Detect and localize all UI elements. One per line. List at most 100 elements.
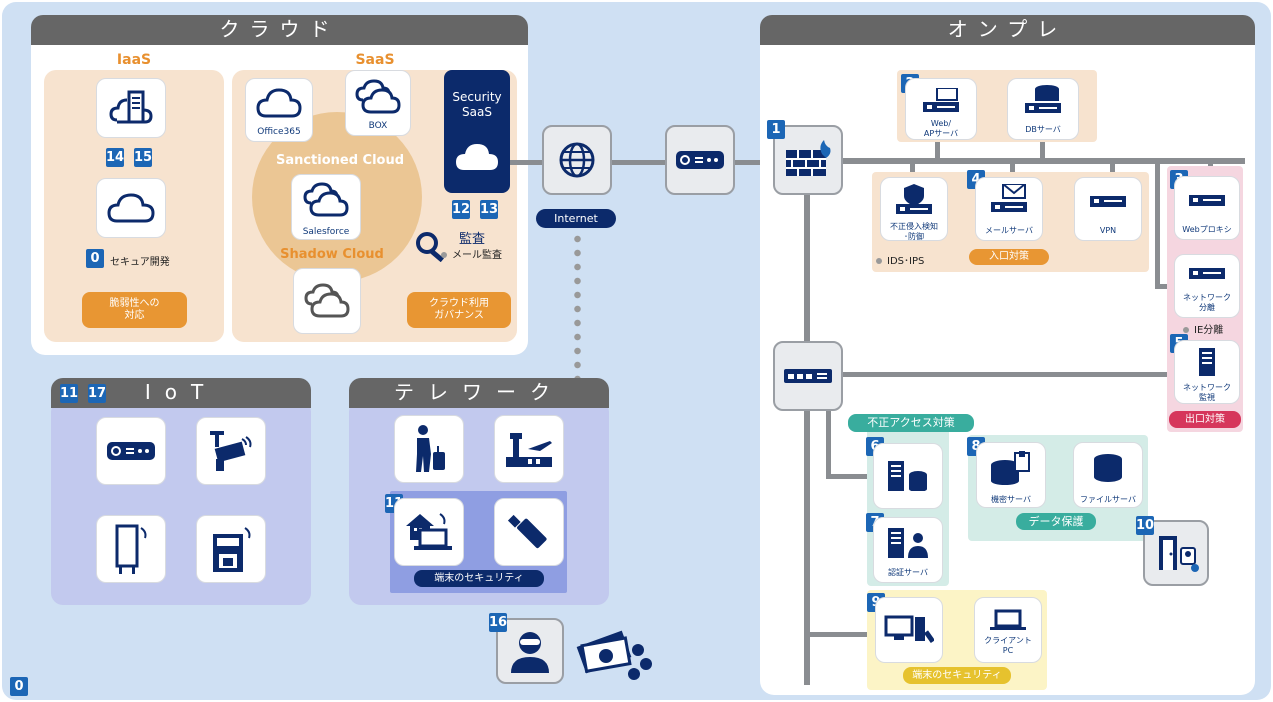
internet-label: Internet [536, 209, 616, 228]
mail-audit-label: メール監査 [452, 250, 502, 261]
client-pc-card: クライアント PC [974, 597, 1042, 663]
switch-icon [784, 369, 832, 383]
office365-label: Office365 [257, 127, 301, 137]
cloud-icon [456, 144, 498, 170]
access-server-card [873, 443, 943, 509]
badge-1: 1 [767, 120, 785, 139]
home-laptop-card [394, 498, 464, 566]
governance-tag: クラウド利用 ガバナンス [407, 292, 511, 328]
iot-router-card [96, 417, 166, 485]
laptop-icon [990, 609, 1026, 630]
globe-icon [559, 142, 595, 178]
auth-label: 認証サーバ [888, 568, 928, 577]
router-icon [676, 151, 724, 169]
web-link [935, 140, 940, 160]
iot-coffee-card [196, 515, 266, 583]
badge-10: 10 [1136, 516, 1155, 535]
database-icon [1025, 85, 1061, 113]
badge-0-secure-dev: 0 [86, 249, 104, 268]
cloud-server-icon [109, 90, 153, 124]
ie-label: IE分離 [1194, 325, 1224, 336]
netsep-label: ネットワーク 分離 [1183, 293, 1231, 312]
box-card: BOX [345, 70, 411, 136]
desktop-pc-icon [884, 615, 934, 644]
airport-icon [506, 433, 552, 467]
cloud-title: クラウド [31, 15, 528, 45]
saas-title: SaaS [355, 52, 395, 68]
door-face-icon [1159, 536, 1199, 572]
vulnerability-tag: 脆弱性への 対応 [82, 292, 187, 328]
mail-label: メールサーバ [985, 226, 1033, 235]
netsep-link [1155, 284, 1175, 289]
vertical-bus [804, 190, 810, 685]
badge-14: 14 [106, 148, 125, 167]
badge-16: 16 [489, 613, 508, 632]
internet-node [542, 125, 612, 195]
usb-stick-icon [507, 514, 547, 549]
audit-label: 監査 [459, 232, 486, 247]
badge-11-iot: 11 [60, 384, 79, 403]
box-label: BOX [368, 121, 388, 131]
shield-icon [896, 184, 932, 214]
mail-server-icon [991, 184, 1027, 212]
proxy-label: Webプロキシ [1182, 225, 1232, 234]
door-auth-node [1143, 520, 1209, 586]
salesforce-card: Salesforce [291, 174, 361, 240]
double-cloud-icon [303, 182, 349, 217]
monitor-card: ネットワーク 監視 [1174, 340, 1240, 404]
router-node [665, 125, 735, 195]
vpn-label: VPN [1099, 226, 1117, 235]
proxy-link [1208, 158, 1213, 172]
security-saas-label: Security SaaS [452, 90, 502, 119]
security-saas-card [444, 70, 510, 193]
office365-card: Office365 [245, 78, 313, 142]
cctv-camera-icon [210, 431, 252, 471]
vpn-card: VPN [1074, 177, 1142, 241]
monitor-label: ネットワーク 監視 [1183, 383, 1231, 402]
data-tag: データ保護 [1016, 513, 1096, 530]
database-icon [1094, 454, 1122, 482]
ids-card: 不正侵入検知 ･防御 [880, 177, 948, 241]
switch-node [773, 341, 843, 411]
client-link [806, 632, 876, 637]
proxy-card: Webプロキシ [1174, 176, 1240, 240]
access-tag: 不正アクセス対策 [848, 414, 974, 432]
netsep-card: ネットワーク 分離 [1174, 254, 1240, 318]
server-icon [1189, 268, 1225, 279]
entry-tag: 入口対策 [969, 249, 1049, 265]
client-label: クライアント PC [984, 636, 1032, 655]
secret-server-card: 機密サーバ [976, 442, 1046, 508]
usb-card [494, 498, 564, 566]
iaas-server-card [96, 78, 166, 138]
auth-server-icon [888, 528, 928, 558]
ie-note: IE分離 [1183, 321, 1223, 336]
ids-link [910, 158, 915, 174]
digital-signage-icon [115, 524, 147, 574]
web-ap-label: Web/ APサーバ [923, 119, 959, 138]
proxy-drop [1155, 158, 1160, 288]
airport-card [494, 415, 564, 483]
server-icon [1189, 195, 1225, 206]
monitor-bus [840, 372, 1175, 377]
mail-audit-note: メール監査 [441, 246, 502, 261]
cloud-icon [256, 88, 302, 118]
server-icon [1090, 196, 1126, 207]
file-label: ファイルサーバ [1080, 495, 1136, 504]
secret-db-icon [991, 451, 1030, 485]
web-server-icon [923, 88, 959, 112]
router-icon [107, 442, 155, 460]
ids-note: IDS･IPS [876, 252, 924, 267]
secret-label: 機密サーバ [991, 495, 1031, 504]
home-laptop-icon [406, 513, 452, 550]
mail-server-card: メールサーバ [975, 177, 1043, 241]
desktop-card [875, 597, 943, 663]
access-drop [826, 400, 831, 478]
badge-15: 15 [134, 148, 153, 167]
iot-signage-card [96, 515, 166, 583]
file-server-card: ファイルサーバ [1073, 442, 1143, 508]
endpoint-tag: 端末のセキュリティ [903, 667, 1011, 684]
iot-panel [51, 400, 311, 605]
exit-tag: 出口対策 [1169, 411, 1241, 428]
magnifier-icon [416, 232, 444, 262]
